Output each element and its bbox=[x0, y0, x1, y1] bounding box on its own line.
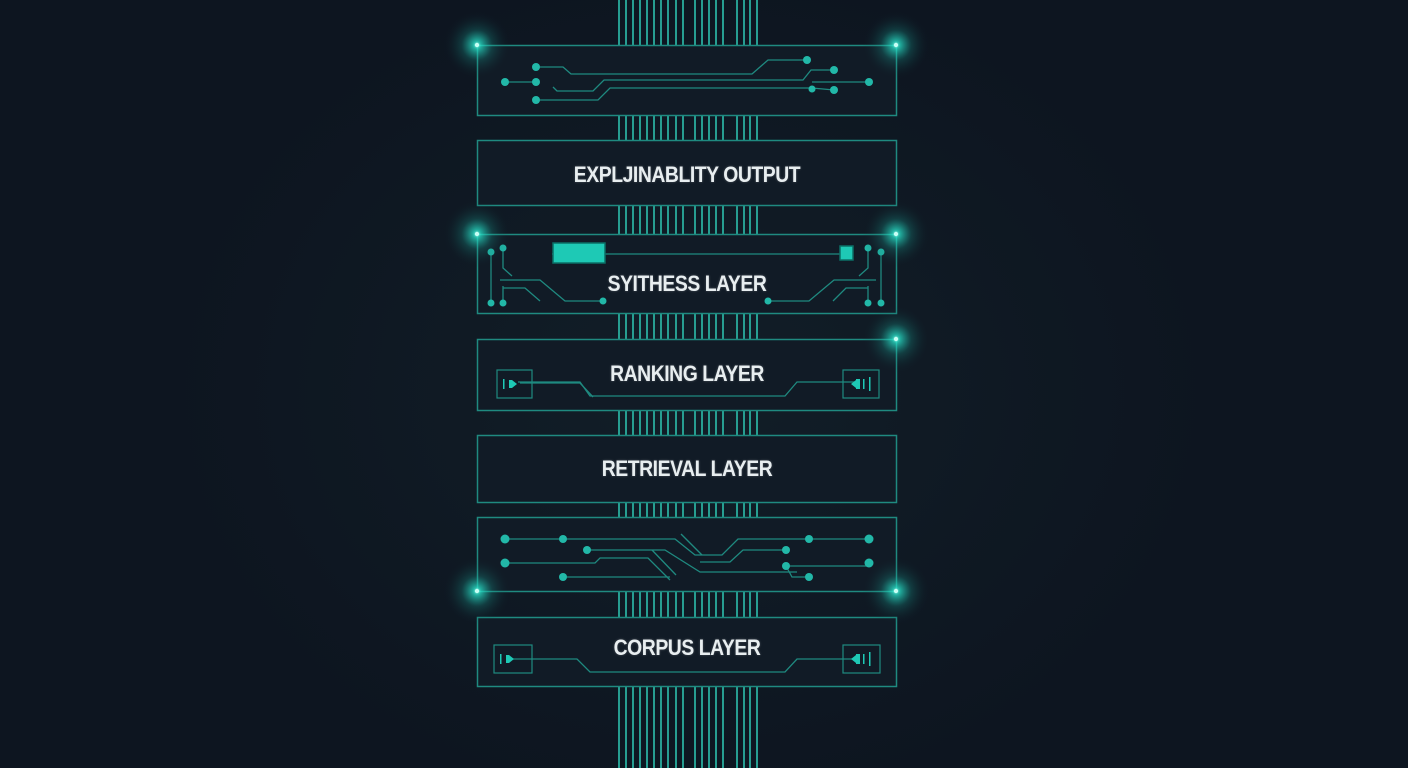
circuit-node-icon bbox=[782, 546, 790, 554]
circuit-node-icon bbox=[782, 562, 790, 570]
circuit-trace bbox=[505, 538, 869, 556]
label-retrieval-layer: RETRIEVAL LAYER bbox=[601, 456, 773, 481]
glow-point-icon bbox=[893, 336, 899, 342]
circuit-node-icon bbox=[864, 558, 874, 568]
circuit-node-icon bbox=[865, 78, 873, 86]
label-synthesis-layer: SYITHESS LAYER bbox=[607, 271, 767, 296]
port-ranking-layer-right bbox=[842, 369, 880, 399]
circuit-node-icon bbox=[559, 535, 567, 543]
circuit-nodes bbox=[487, 56, 885, 581]
circuit-trace bbox=[552, 69, 834, 92]
glow-point-icon bbox=[893, 588, 899, 594]
port-corpus-layer-right bbox=[842, 644, 881, 674]
layer-box-retrieval-layer bbox=[476, 434, 898, 504]
glow-point-icon bbox=[474, 588, 480, 594]
circuit-trace bbox=[520, 382, 594, 398]
circuit-trace bbox=[785, 565, 809, 578]
circuit-node-icon bbox=[864, 534, 874, 544]
synthesis-bar-icon bbox=[552, 242, 606, 264]
label-explainability-output: EXPLJINABLITY OUTPUT bbox=[573, 162, 801, 187]
circuit-node-icon bbox=[877, 299, 885, 307]
egress-port-icon bbox=[851, 652, 871, 666]
layer-boxes bbox=[476, 44, 898, 688]
label-corpus-layer: CORPUS LAYER bbox=[613, 635, 761, 660]
synthesis-bar-icon bbox=[839, 245, 854, 261]
layer-box-explainability-output bbox=[476, 139, 898, 207]
port-frame bbox=[842, 369, 880, 399]
circuit-node-icon bbox=[805, 535, 813, 543]
circuit-trace bbox=[680, 533, 703, 556]
glow-point-icon bbox=[474, 231, 480, 237]
layer-box-corpus-layer bbox=[476, 616, 898, 688]
port-ranking-layer-left bbox=[496, 369, 533, 399]
layer-box-synthesis-layer bbox=[476, 233, 898, 315]
circuit-trace bbox=[500, 279, 603, 302]
circuit-node-icon bbox=[499, 299, 507, 307]
circuit-trace bbox=[651, 549, 677, 576]
circuit-trace bbox=[768, 279, 876, 302]
circuit-node-icon bbox=[532, 78, 540, 86]
port-frame bbox=[493, 644, 533, 674]
circuit-node-icon bbox=[864, 299, 872, 307]
circuit-trace bbox=[518, 381, 855, 397]
circuit-node-icon bbox=[559, 573, 567, 581]
ingress-port-icon bbox=[503, 379, 517, 389]
synthesis-bars bbox=[552, 242, 854, 264]
port-corpus-layer-left bbox=[493, 644, 533, 674]
circuit-node-icon bbox=[599, 297, 607, 305]
port-frame bbox=[496, 369, 533, 399]
circuit-trace bbox=[511, 658, 855, 673]
circuit-trace bbox=[503, 287, 541, 302]
circuit-node-icon bbox=[583, 546, 591, 554]
port-boxes bbox=[493, 369, 881, 674]
label-ranking-layer: RANKING LAYER bbox=[610, 361, 764, 386]
circuit-node-icon bbox=[532, 63, 540, 71]
circuit-traces bbox=[490, 59, 882, 673]
circuit-trace bbox=[536, 87, 835, 101]
circuit-node-icon bbox=[805, 573, 813, 581]
circuit-node-icon bbox=[532, 96, 540, 104]
circuit-trace bbox=[587, 549, 797, 573]
layer-box-ranking-layer bbox=[476, 338, 898, 412]
circuit-trace bbox=[505, 557, 671, 581]
layer-box-circuit-bottom bbox=[476, 516, 898, 593]
circuit-node-icon bbox=[500, 534, 510, 544]
circuit-node-icon bbox=[808, 85, 816, 93]
circuit-trace bbox=[536, 59, 807, 75]
circuit-node-icon bbox=[830, 66, 838, 74]
glow-point-icon bbox=[893, 231, 899, 237]
circuit-trace bbox=[700, 549, 786, 563]
data-bus-lines bbox=[618, 0, 758, 768]
circuit-node-icon bbox=[830, 86, 838, 94]
circuit-trace bbox=[832, 287, 868, 302]
glow-point-icon bbox=[893, 42, 899, 48]
glow-point-icon bbox=[474, 42, 480, 48]
circuit-node-icon bbox=[803, 56, 811, 64]
egress-port-icon bbox=[851, 377, 871, 391]
circuit-node-icon bbox=[501, 78, 509, 86]
port-frame bbox=[842, 644, 881, 674]
circuit-node-icon bbox=[487, 299, 495, 307]
circuit-trace bbox=[858, 248, 869, 277]
circuit-node-icon bbox=[764, 297, 772, 305]
glow-points bbox=[443, 11, 930, 625]
circuit-node-icon bbox=[500, 558, 510, 568]
ingress-port-icon bbox=[500, 654, 514, 664]
